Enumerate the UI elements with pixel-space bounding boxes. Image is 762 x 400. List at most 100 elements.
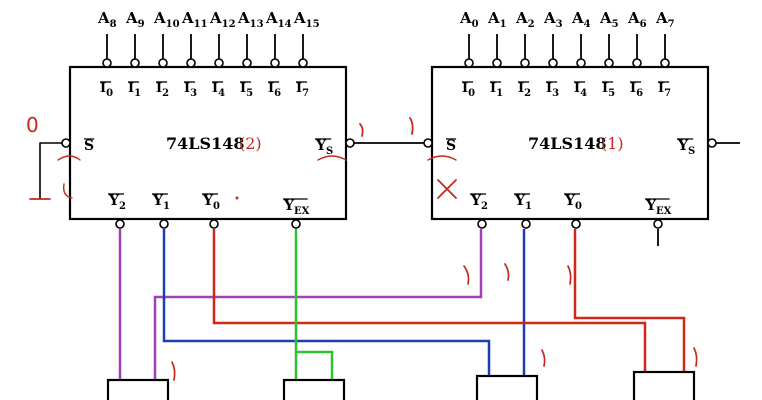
chip2-output-bubble-0 [115,219,125,229]
chip1-input-label-0: A0 [459,9,479,30]
wire-purple-chip1-y2 [153,229,483,380]
chip2-output-label-1: Y1 [152,193,170,212]
chip2-input-label-0: A8 [97,9,117,30]
chip1-input-bubble-5 [604,58,614,68]
output-gate-2 [282,378,346,400]
chip1-enable-out-bubble [707,138,717,148]
chip1-input-bubble-7 [660,58,670,68]
output-gate-3 [475,374,539,400]
chip2-output-bubble-2 [209,219,219,229]
chip2-inner-label-2: I2 [156,81,169,99]
chip1-input-label-6: A6 [627,9,647,30]
output-gate-1 [106,378,170,400]
chip2-input-label-1: A9 [125,9,145,30]
chip1-input-label-7: A7 [655,9,675,30]
chip1-input-label-3: A3 [543,9,563,30]
chip2-input-bubble-4 [214,58,224,68]
chip2-input-bubble-5 [242,58,252,68]
chip2-output-label-0: Y2 [108,193,126,212]
chip1-input-bubble-1 [492,58,502,68]
chip2-input-label-7: A15 [293,9,320,30]
chip2-input-label-5: A13 [237,9,264,30]
chip2-enable-in-value: 0 [26,113,39,137]
chip1-input-bubble-2 [520,58,530,68]
chip1-y2-cross-mark [437,179,457,199]
chip1-input-bubble-4 [576,58,586,68]
chip1-inner-label-6: I6 [630,81,643,99]
chip2-inner-label-4: I4 [212,81,225,99]
chip2-enable-out-label: YS [315,138,333,157]
chip2-dot-mark [235,196,239,200]
chip1-output-label-2: Y0 [564,193,582,212]
chip1-enable-out-label: YS [677,138,695,157]
wire-red-chip1-y0 [573,229,686,372]
chip1-input-label-4: A4 [571,9,591,30]
chip1-extension-bubble [653,219,663,229]
chip2-enable-out-bubble [345,138,355,148]
chip2-inner-label-1: I1 [128,81,141,99]
chip1-output-bubble-1 [521,219,531,229]
chip1-inner-label-4: I4 [574,81,587,99]
output-gate-4 [632,370,696,400]
chip1-inner-label-3: I3 [546,81,559,99]
chip2-output-bubble-1 [159,219,169,229]
chip1-output-label-1: Y1 [514,193,532,212]
chip2-enable-in-label: S [84,138,94,154]
chip1-enable-in-bubble [423,138,433,148]
chip1-output-label-0: Y2 [470,193,488,212]
wire-red-chip2-y0 [212,229,647,372]
wire-value-mark-6 [693,347,698,367]
chip2-enable-out-value [359,123,364,137]
chip2-inner-label-6: I6 [268,81,281,99]
chip2-enable-out-tick [317,155,347,161]
chip1-name: 74LS148 [528,134,606,153]
chip1-inner-label-2: I2 [518,81,531,99]
chip1-enable-in-tick [427,155,457,161]
wire-value-mark-2 [504,263,510,281]
chip1-input-label-2: A2 [515,9,535,30]
chip2-input-bubble-1 [130,58,140,68]
chip1-input-bubble-6 [632,58,642,68]
chip2-output-label-2: Y0 [202,193,220,212]
wire-value-mark-3 [567,265,572,285]
chip1-input-bubble-0 [464,58,474,68]
chip2-input-bubble-6 [270,58,280,68]
chip2-input-label-4: A12 [209,9,236,30]
chip1-enable-in-label: S [446,138,456,154]
chip2-extension-label: YEX [283,198,310,217]
chip2-input-label-6: A14 [265,9,292,30]
chip1-extension-label: YEX [645,198,672,217]
chip1-inner-label-0: I0 [462,81,475,99]
wire-green-branch [296,350,334,380]
chip2-input-bubble-3 [186,58,196,68]
chip2-inner-label-0: I0 [100,81,113,99]
wire-blue-chip2-y1 [162,229,491,376]
chip2-name: 74LS148 [166,134,244,153]
chip2-extension-bubble [291,219,301,229]
wire-value-mark-5 [541,349,546,367]
chip1-enable-in-value [409,117,414,135]
chip2-enable-in-ground-wire [39,142,63,199]
chip1-input-label-1: A1 [487,9,507,30]
chip2-input-bubble-0 [102,58,112,68]
chip2-inner-label-7: I7 [296,81,309,99]
chip1-input-bubble-3 [548,58,558,68]
chip1-number: (1) [601,134,624,153]
chip2-input-bubble-7 [298,58,308,68]
chip2-enable-in-tick [57,155,81,161]
wire-value-mark-1 [463,265,470,285]
chip2-enable-in-curve [62,183,73,199]
chip2-input-label-3: A11 [181,9,208,30]
chip1-output-bubble-2 [571,219,581,229]
chip2-input-bubble-2 [158,58,168,68]
chip2-input-label-2: A10 [153,9,180,30]
chip2-inner-label-5: I5 [240,81,253,99]
chip2-number: (2) [239,134,262,153]
chip2-enable-in-bubble [61,138,71,148]
chip1-output-bubble-0 [477,219,487,229]
chip1-input-label-5: A5 [599,9,619,30]
chip1-inner-label-7: I7 [658,81,671,99]
wire-value-mark-4 [171,361,176,381]
chip1-inner-label-1: I1 [490,81,503,99]
